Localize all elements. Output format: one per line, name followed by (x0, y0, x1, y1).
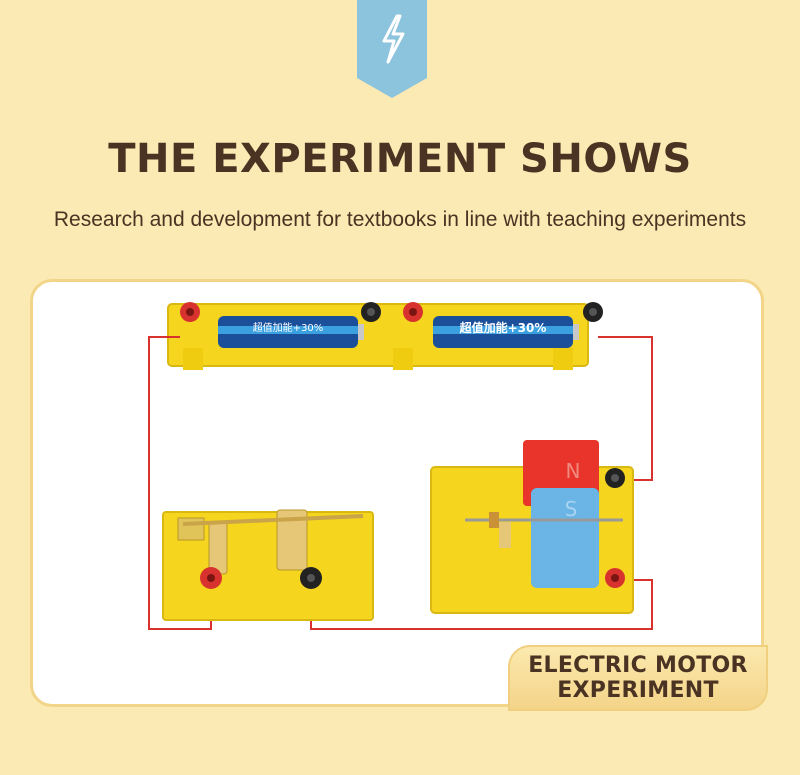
circuit-illustration: 超值加能+30% 超值加能+30% (148, 302, 653, 630)
electric-motor: N S (430, 440, 634, 614)
battery-terminals (180, 302, 603, 322)
battery-holder: 超值加能+30% 超值加能+30% (167, 302, 603, 370)
page-subtitle: Research and development for textbooks i… (53, 208, 747, 231)
magnet-south-label: S (565, 497, 578, 521)
caption-line-1: ELECTRIC MOTOR (528, 653, 748, 678)
battery-label-2: 超值加能+30% (459, 320, 547, 335)
caption-badge: ELECTRIC MOTOR EXPERIMENT (508, 645, 768, 711)
bolt-ribbon-tab (357, 0, 427, 98)
lightning-bolt-icon (382, 14, 405, 64)
caption-line-2: EXPERIMENT (557, 678, 719, 703)
battery-2: 超值加能+30% (433, 316, 579, 348)
experiment-photo: 超值加能+30% 超值加能+30% (30, 279, 764, 707)
battery-1: 超值加能+30% (218, 316, 364, 348)
knife-switch (162, 509, 374, 621)
battery-label-1: 超值加能+30% (253, 321, 324, 334)
page-title: THE EXPERIMENT SHOWS (108, 136, 692, 182)
magnet-north-label: N (566, 459, 581, 483)
